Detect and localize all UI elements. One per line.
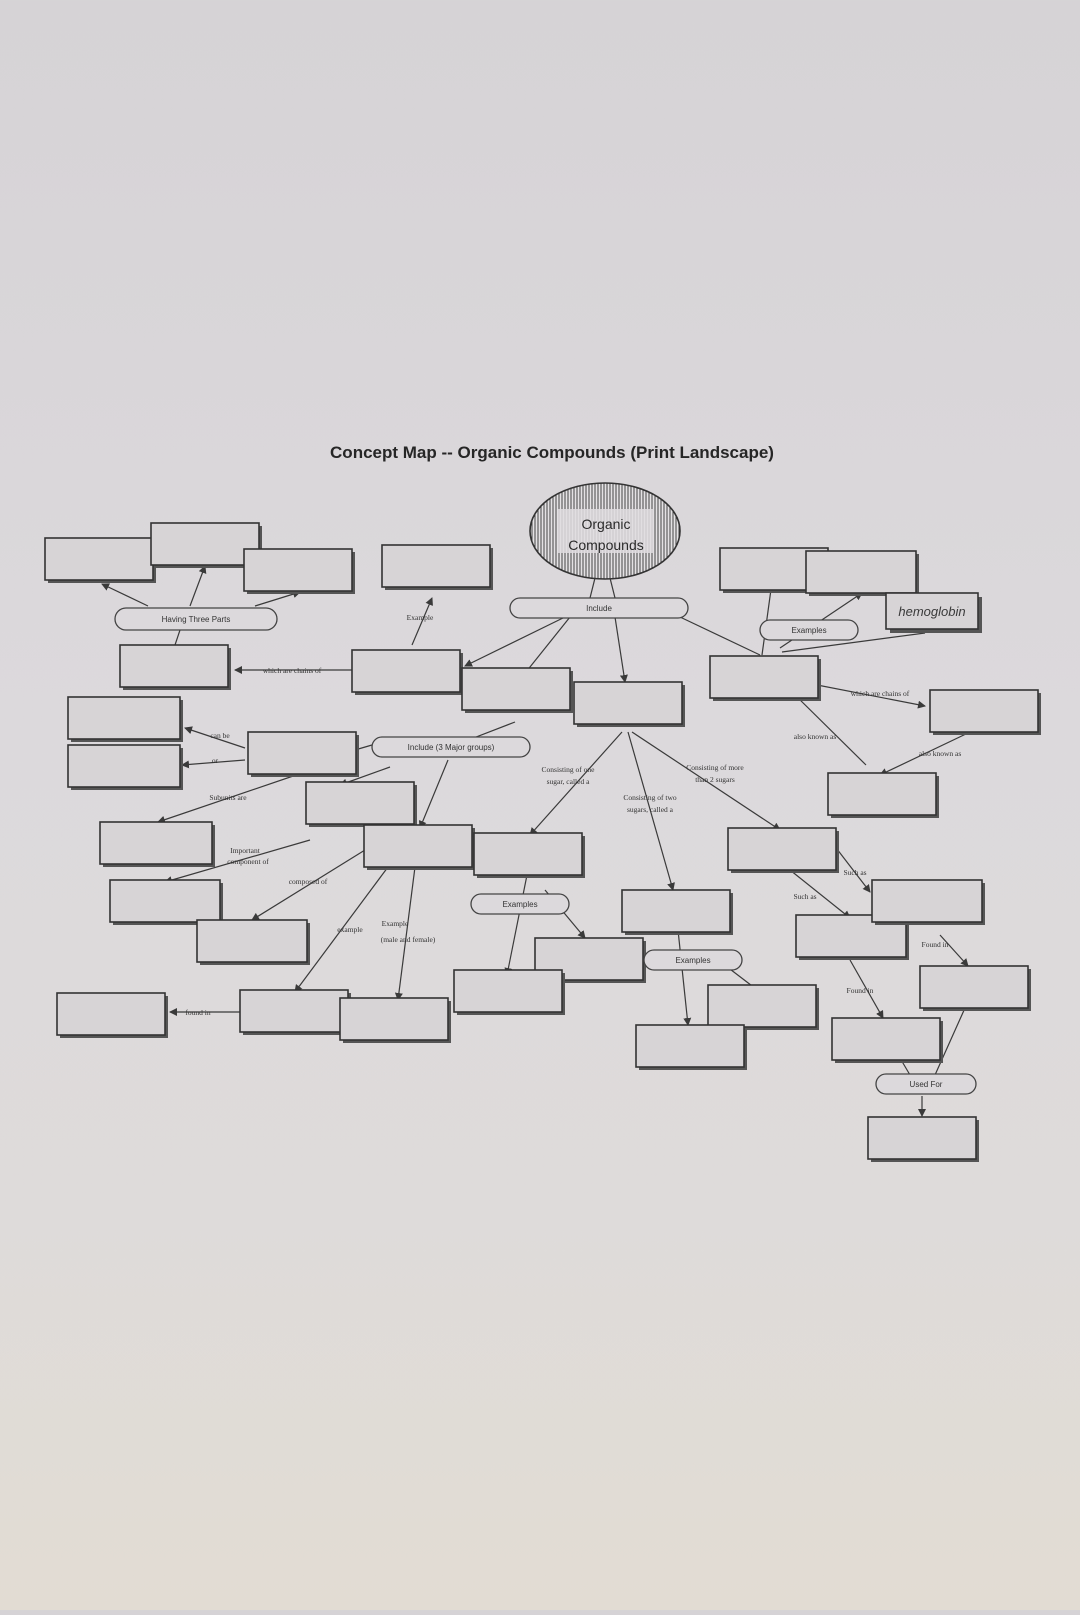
label-example-mf-2: (male and female) (381, 935, 436, 944)
center-label-line2: Compounds (568, 537, 644, 553)
blank-box (461, 667, 573, 713)
blank-box (381, 544, 493, 590)
blank-box (56, 992, 168, 1038)
label-more-sugars-1: Consisting of more (686, 763, 744, 772)
blank-box (919, 965, 1031, 1011)
blank-box (363, 824, 475, 870)
page-title: Concept Map -- Organic Compounds (Print … (330, 443, 774, 462)
pill-examples-carb2-text: Examples (675, 956, 710, 965)
pill-include: Include (509, 597, 689, 619)
label-important-2: component of (227, 857, 269, 866)
label-found-in-2: Found in (847, 986, 874, 995)
blank-box (453, 969, 565, 1015)
label-which-are-chains-right: which are chains of (851, 689, 910, 698)
label-example-top: Example (407, 613, 434, 622)
blank-box (707, 984, 819, 1030)
label-which-are-chains-left: which are chains of (263, 666, 322, 675)
blank-box (67, 696, 183, 742)
blank-box (867, 1116, 979, 1162)
blank-box (727, 827, 839, 873)
label-also-known-as-1: also known as (794, 732, 837, 741)
pill-include-3-major: Include (3 Major groups) (371, 736, 531, 758)
pill-examples-carb2: Examples (643, 949, 743, 971)
pill-include-text: Include (586, 604, 612, 613)
label-composed-of: composed of (289, 877, 328, 886)
blank-box (351, 649, 463, 695)
label-also-known-as-2: also known as (919, 749, 962, 758)
label-two-sugars-2: sugars, called a (627, 805, 674, 814)
label-two-sugars-1: Consisting of two (623, 793, 677, 802)
pill-include-3-major-text: Include (3 Major groups) (408, 743, 495, 752)
blank-box (827, 772, 939, 818)
blank-box (119, 644, 231, 690)
blank-box (109, 879, 223, 925)
pill-examples-right-text: Examples (791, 626, 826, 635)
label-example-lower: example (337, 925, 363, 934)
label-or: or (212, 756, 219, 765)
blank-box (243, 548, 355, 594)
pill-having-three-parts: Having Three Parts (114, 607, 278, 631)
blank-box (871, 879, 985, 925)
center-label-line1: Organic (581, 516, 630, 532)
blank-box (99, 821, 215, 867)
label-such-as-1: Such as (843, 868, 866, 877)
label-subunits-are: Subunits are (209, 793, 247, 802)
label-can-be: can be (210, 731, 230, 740)
label-one-sugar-1: Consisting of one (542, 765, 596, 774)
blank-box (44, 537, 156, 583)
pill-used-for-text: Used For (910, 1080, 943, 1089)
pill-examples-right: Examples (759, 619, 859, 641)
label-found-in-1: Found in (922, 940, 949, 949)
blank-box (805, 550, 919, 596)
blank-box (239, 989, 351, 1035)
link-phrases: Example which are chains of can be or Su… (185, 613, 961, 1017)
label-one-sugar-2: sugar, called a (547, 777, 590, 786)
pill-examples-carb1-text: Examples (502, 900, 537, 909)
blank-box (67, 744, 183, 790)
label-example-mf-1: Example (382, 919, 409, 928)
label-such-as-2: Such as (793, 892, 816, 901)
blank-box (709, 655, 821, 701)
hemoglobin-node: hemoglobin (885, 592, 982, 633)
blank-box (305, 781, 417, 827)
pill-having-three-parts-text: Having Three Parts (162, 615, 231, 624)
blank-box (573, 681, 685, 727)
blank-box (339, 997, 451, 1043)
label-important-1: Important (230, 846, 260, 855)
blank-box (473, 832, 585, 878)
pill-examples-carb1: Examples (470, 893, 570, 915)
blank-box (621, 889, 733, 935)
blank-box (929, 689, 1041, 735)
blank-box (247, 731, 359, 777)
blank-box (196, 919, 310, 965)
hemoglobin-label: hemoglobin (898, 604, 965, 619)
blank-box (831, 1017, 943, 1063)
blank-box (635, 1024, 747, 1070)
blank-answer-boxes (44, 522, 1041, 1162)
pill-used-for: Used For (875, 1073, 977, 1095)
label-more-sugars-2: than 2 sugars (695, 775, 735, 784)
organic-compounds-node: Organic Compounds (529, 482, 681, 580)
label-found-in-left: found in (185, 1008, 210, 1017)
connectors (101, 565, 969, 1117)
